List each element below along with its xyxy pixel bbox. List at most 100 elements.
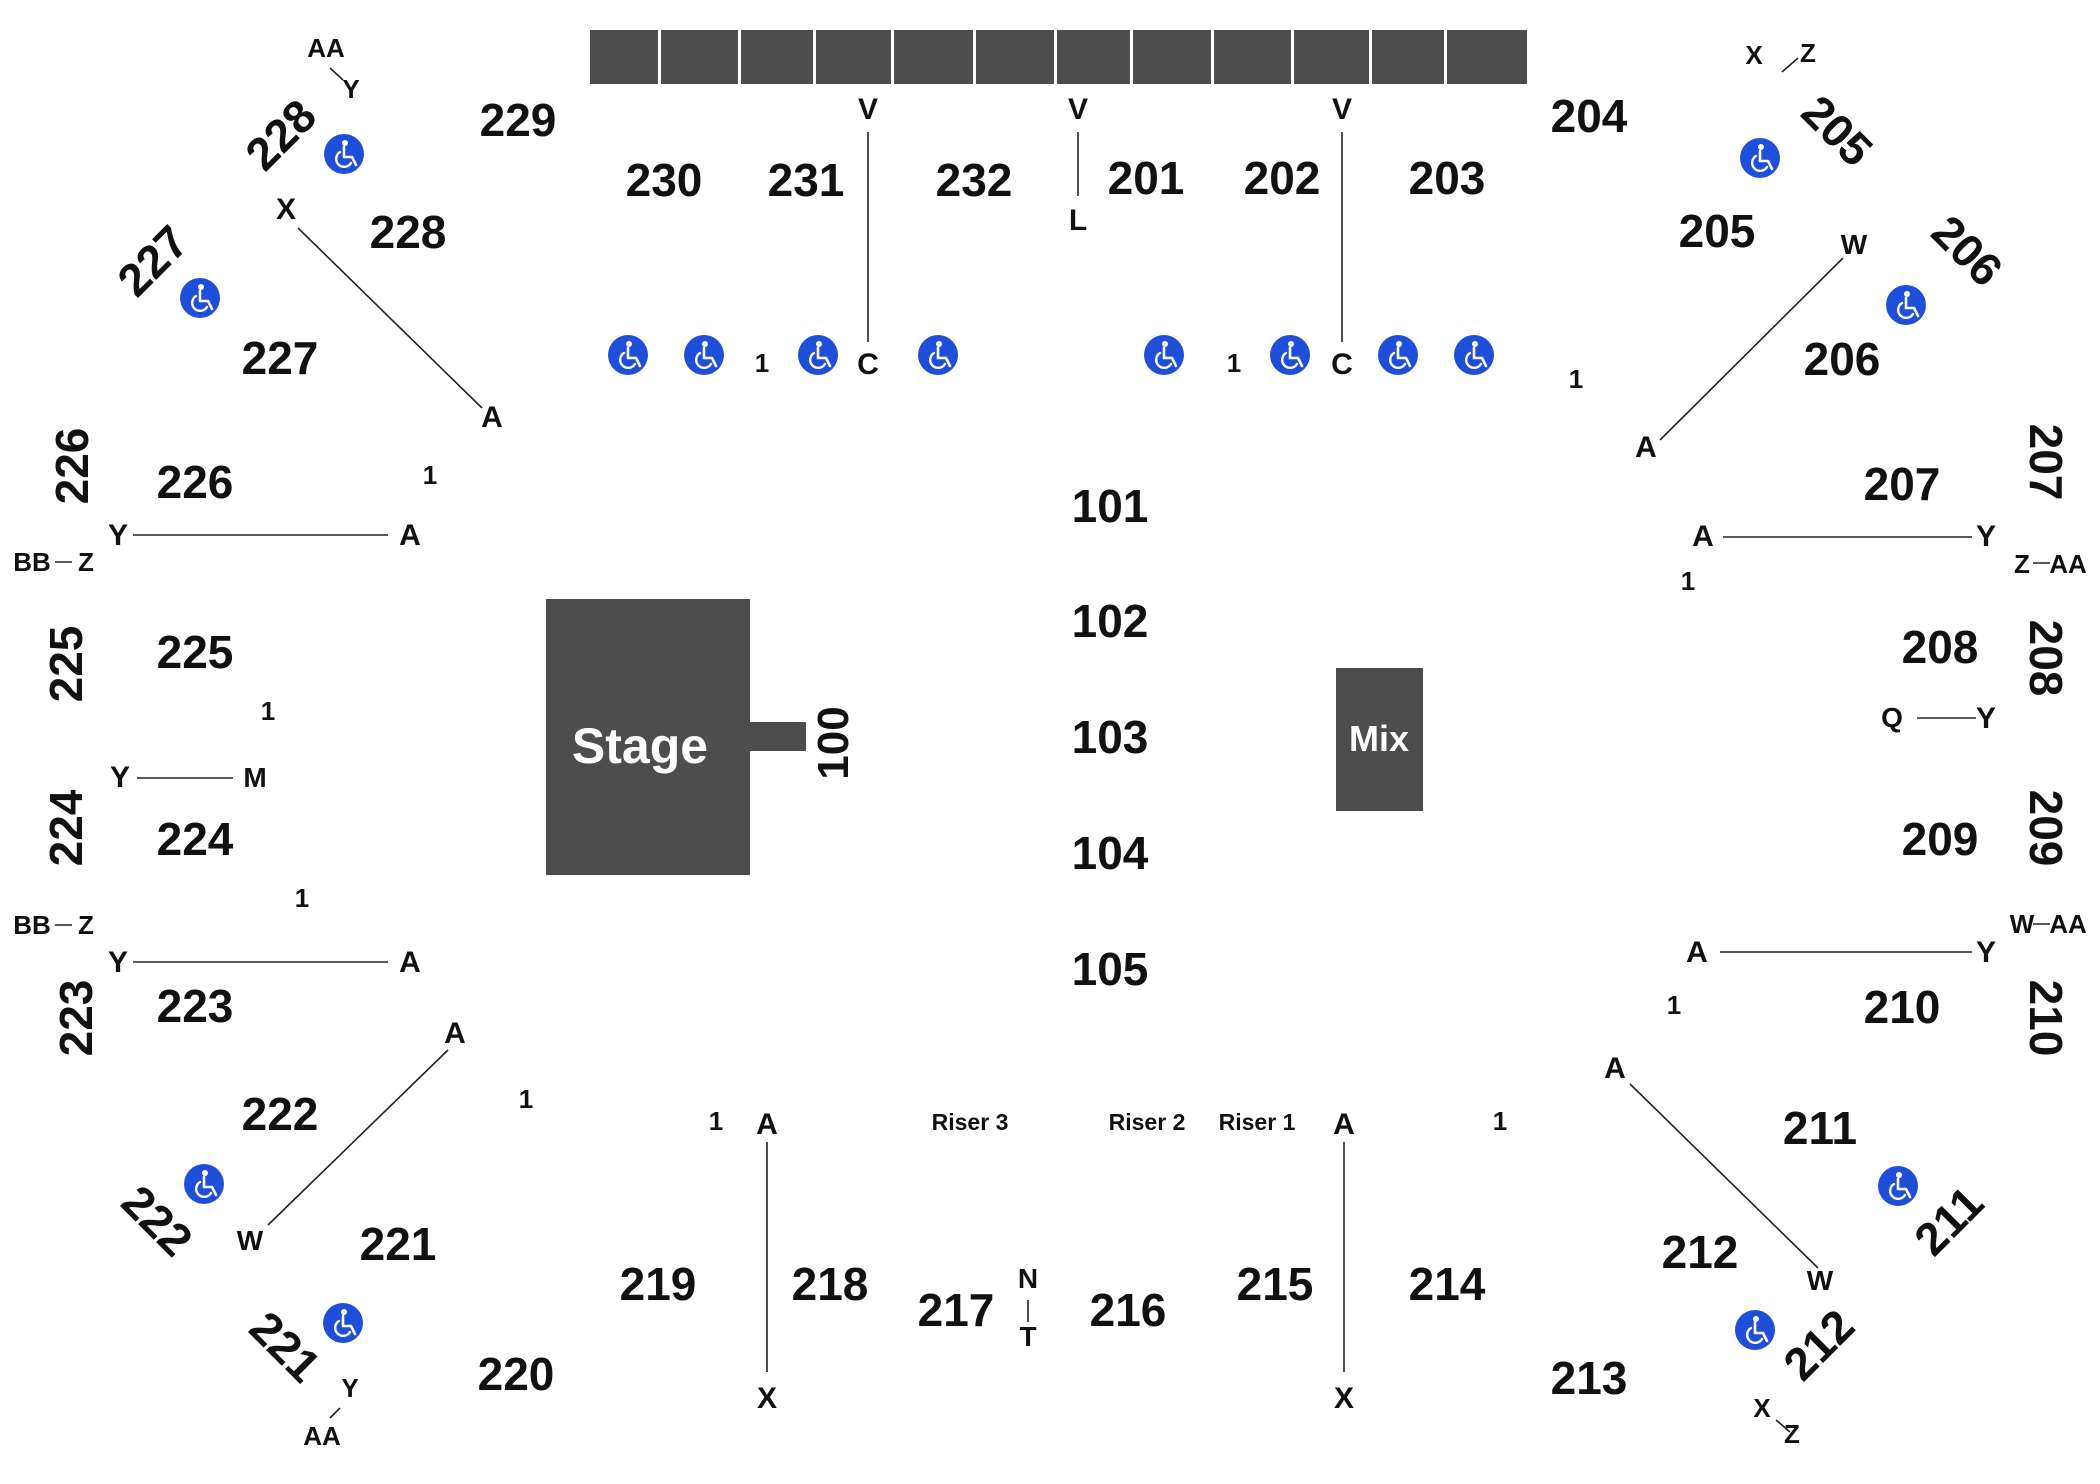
wheelchair-icon[interactable] [1884,283,1928,327]
section-228-outer[interactable]: 228 [235,89,326,180]
section-207-outer[interactable]: 207 [2020,424,2072,501]
section-232[interactable]: 232 [936,154,1013,206]
wheelchair-icon[interactable] [1738,136,1782,180]
section-209-outer[interactable]: 209 [2020,790,2072,867]
seat-block[interactable] [1372,30,1444,84]
wheelchair-icon[interactable] [1733,1308,1777,1352]
section-214[interactable]: 214 [1409,1258,1486,1310]
section-105[interactable]: 105 [1072,943,1149,995]
section-202[interactable]: 202 [1244,152,1321,204]
section-227[interactable]: 227 [242,332,319,384]
section-103[interactable]: 103 [1072,711,1149,763]
section-100[interactable]: 100 [809,706,858,779]
seat-numbers: 1 1 1 1 1 1 1 1 1 1 1 1 1 [261,348,1695,1136]
accessible-seating [178,132,1928,1352]
wheelchair-icon[interactable] [1376,333,1420,377]
row-label: X [1745,40,1763,70]
section-212-outer[interactable]: 212 [1773,1299,1864,1390]
wheelchair-icon[interactable] [682,333,726,377]
section-219[interactable]: 219 [620,1258,697,1310]
section-216[interactable]: 216 [1090,1284,1167,1336]
row-label: W [237,1225,264,1256]
section-207[interactable]: 207 [1864,458,1941,510]
wheelchair-icon[interactable] [321,1301,365,1345]
section-226-outer[interactable]: 226 [46,428,98,505]
wheelchair-icon[interactable] [796,333,840,377]
section-217[interactable]: 217 [918,1284,995,1336]
section-223-outer[interactable]: 223 [50,980,102,1057]
section-212[interactable]: 212 [1662,1226,1739,1278]
row-label: Y [342,74,359,104]
riser-3[interactable]: Riser 3 [932,1109,1009,1135]
section-205-outer[interactable]: 205 [1792,85,1883,176]
section-210[interactable]: 210 [1864,981,1941,1033]
wheelchair-icon[interactable] [178,276,222,320]
section-222[interactable]: 222 [242,1088,319,1140]
wheelchair-icon[interactable] [1268,333,1312,377]
section-224[interactable]: 224 [157,813,234,865]
seat-block[interactable] [661,30,738,84]
row-label: V [1332,93,1352,126]
row-label: BB [13,910,51,940]
section-221[interactable]: 221 [360,1218,437,1270]
section-225[interactable]: 225 [157,626,234,678]
seat-number: 1 [1493,1106,1507,1136]
wheelchair-icon[interactable] [1142,333,1186,377]
section-205[interactable]: 205 [1679,205,1756,257]
section-225-outer[interactable]: 225 [40,626,92,703]
seat-block[interactable] [1447,30,1527,84]
section-206-outer[interactable]: 206 [1922,205,2013,296]
section-211[interactable]: 211 [1783,1102,1857,1154]
riser-1[interactable]: Riser 1 [1219,1109,1296,1135]
section-228[interactable]: 228 [370,206,447,258]
section-230[interactable]: 230 [626,154,703,206]
row-label: Y [108,946,128,979]
row-letters: V V V L C C A A A A A A A A A A X X X X … [13,33,2087,1451]
seat-block[interactable] [1214,30,1291,84]
section-206[interactable]: 206 [1804,333,1881,385]
row-label: V [858,93,878,126]
section-226[interactable]: 226 [157,456,234,508]
section-101[interactable]: 101 [1072,480,1149,532]
section-201[interactable]: 201 [1108,152,1185,204]
section-218[interactable]: 218 [792,1258,869,1310]
section-210-outer[interactable]: 210 [2020,980,2072,1057]
wheelchair-icon[interactable] [322,132,366,176]
wheelchair-icon[interactable] [1452,333,1496,377]
section-209[interactable]: 209 [1902,813,1979,865]
section-208-outer[interactable]: 208 [2020,620,2072,697]
section-224-outer[interactable]: 224 [40,789,92,866]
seat-block[interactable] [894,30,973,84]
section-203[interactable]: 203 [1409,152,1486,204]
wheelchair-icon[interactable] [182,1162,226,1206]
stage[interactable] [546,599,750,875]
section-215[interactable]: 215 [1237,1258,1314,1310]
seat-block[interactable] [1057,30,1130,84]
seat-number: 1 [755,348,769,378]
section-223[interactable]: 223 [157,980,234,1032]
section-229[interactable]: 229 [480,94,557,146]
seat-block[interactable] [590,30,658,84]
section-231[interactable]: 231 [768,154,845,206]
wheelchair-icon[interactable] [916,333,960,377]
seat-block[interactable] [816,30,891,84]
row-label: Y [108,519,128,552]
section-221-outer[interactable]: 221 [240,1301,331,1392]
section-204[interactable]: 204 [1551,90,1628,142]
wheelchair-icon[interactable] [606,333,650,377]
section-104[interactable]: 104 [1072,827,1149,879]
row-label: C [857,348,879,381]
seat-block[interactable] [741,30,813,84]
section-102[interactable]: 102 [1072,595,1149,647]
seat-block[interactable] [1133,30,1211,84]
seat-block[interactable] [1294,30,1369,84]
seat-block[interactable] [976,30,1054,84]
wheelchair-icon[interactable] [1876,1164,1920,1208]
row-label: A [756,1108,778,1141]
section-208[interactable]: 208 [1902,621,1979,673]
row-label: A [1333,1108,1355,1141]
row-label: Z [1800,38,1816,68]
section-213[interactable]: 213 [1551,1352,1628,1404]
riser-2[interactable]: Riser 2 [1109,1109,1186,1135]
section-220[interactable]: 220 [478,1348,555,1400]
